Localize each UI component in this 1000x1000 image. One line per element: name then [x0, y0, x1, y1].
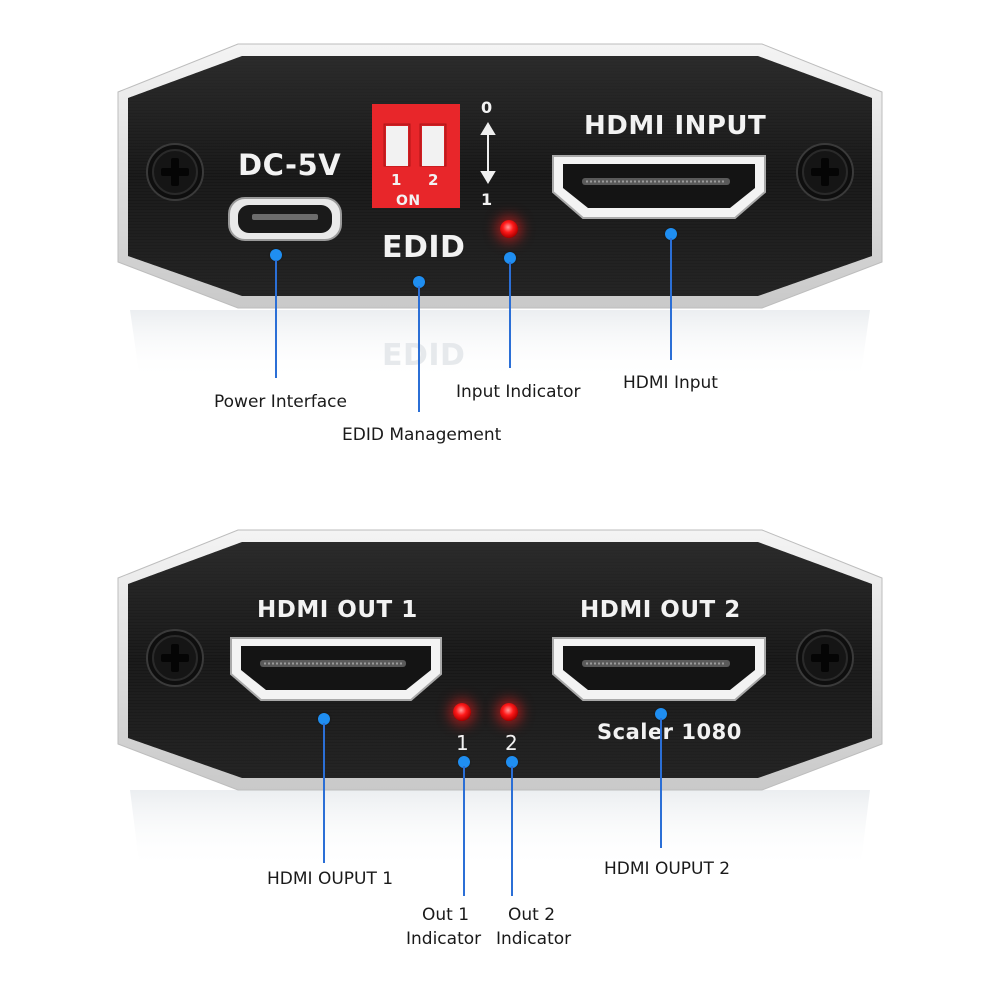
scaler-1080-label: Scaler 1080	[597, 720, 742, 744]
screw-icon	[796, 629, 854, 687]
screw-icon	[146, 629, 204, 687]
hdmi-out-2-label: HDMI OUT 2	[580, 597, 741, 623]
input-indicator-callout-line	[509, 262, 511, 368]
edid-label: EDID	[382, 230, 466, 265]
led-2-number: 2	[505, 731, 519, 755]
hdmi-out-2-callout-line	[660, 718, 662, 848]
hdmi-out-2-callout-dot	[655, 708, 667, 720]
top-device-illustration	[117, 43, 883, 380]
switch-scale-bottom: 1	[481, 190, 493, 209]
input-indicator-callout-dot	[504, 252, 516, 264]
hdmi-out-2-port-icon	[552, 637, 766, 701]
hdmi-output-2-label: HDMI OUPUT 2	[604, 859, 731, 879]
out-2-indicator-callout-line	[511, 766, 513, 896]
hdmi-out-1-callout-dot	[318, 713, 330, 725]
edid-callout-line	[418, 286, 420, 412]
out-1-indicator-label-line1: Out 1	[422, 905, 470, 925]
out-2-indicator-label-line2: Indicator	[496, 929, 572, 949]
hdmi-out-1-label: HDMI OUT 1	[257, 597, 418, 623]
top-device-panel: DC-5V EDID HDMI INPUT 1 2 ON 0 1 EDID Po…	[0, 0, 1000, 470]
bottom-device-panel: HDMI OUT 1 HDMI OUT 2 Scaler 1080 1 2 HD…	[0, 500, 1000, 1000]
out-2-indicator-led	[500, 703, 518, 721]
bottom-reflection	[130, 790, 870, 870]
out-1-indicator-led	[453, 703, 471, 721]
switch-direction-arrow-icon	[480, 122, 496, 184]
hdmi-out-1-callout-line	[323, 723, 325, 863]
power-interface-label: Power Interface	[214, 392, 347, 412]
dip-number-2: 2	[428, 171, 439, 189]
hdmi-input-callout-dot	[665, 228, 677, 240]
edid-reflection-text: EDID	[382, 338, 466, 373]
screw-icon	[796, 143, 854, 201]
hdmi-input-port-icon	[552, 155, 766, 219]
edid-callout-dot	[413, 276, 425, 288]
power-callout-line	[275, 260, 277, 378]
dip-number-1: 1	[391, 171, 402, 189]
dip-on-label: ON	[396, 193, 421, 209]
input-indicator-led	[500, 220, 518, 238]
hdmi-input-label: HDMI INPUT	[584, 111, 767, 141]
dip-switch-icon	[372, 104, 460, 208]
dc-5v-label: DC-5V	[238, 148, 342, 182]
edid-management-label: EDID Management	[342, 425, 502, 445]
screw-icon	[146, 143, 204, 201]
input-indicator-label: Input Indicator	[456, 382, 581, 402]
out-1-indicator-callout-line	[463, 766, 465, 896]
led-1-number: 1	[456, 731, 470, 755]
micro-usb-port-icon	[228, 197, 342, 241]
out-1-indicator-label-line2: Indicator	[406, 929, 482, 949]
power-callout-dot	[270, 249, 282, 261]
bottom-device-illustration	[117, 529, 883, 870]
hdmi-input-callout-line	[670, 238, 672, 360]
out-2-indicator-callout-dot	[506, 756, 518, 768]
switch-scale-top: 0	[481, 98, 493, 117]
top-reflection	[130, 310, 870, 380]
out-1-indicator-callout-dot	[458, 756, 470, 768]
hdmi-out-1-port-icon	[230, 637, 442, 701]
out-2-indicator-label-line1: Out 2	[508, 905, 556, 925]
hdmi-input-callout-label: HDMI Input	[623, 373, 718, 393]
hdmi-output-1-label: HDMI OUPUT 1	[267, 869, 394, 889]
